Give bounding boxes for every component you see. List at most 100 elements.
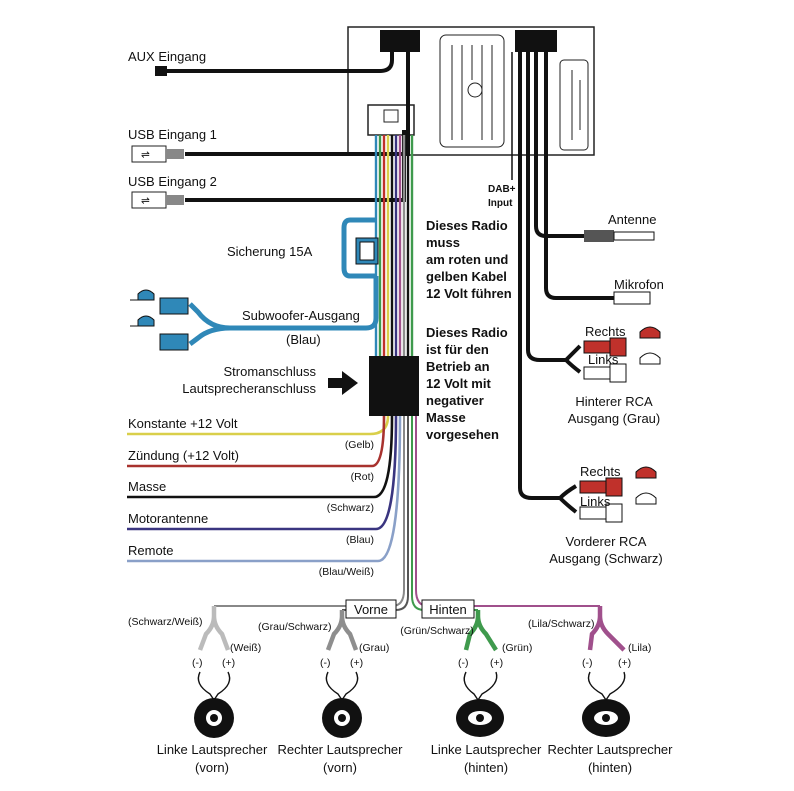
rear-right-label: Rechts: [585, 324, 626, 339]
speaker-1-neg-color: (Schwarz/Weiß): [128, 616, 202, 628]
speaker-wire-2: [325, 610, 359, 651]
speaker-2-position: (vorn): [323, 760, 357, 775]
svg-text:12 Volt führen: 12 Volt führen: [426, 286, 512, 301]
speaker-3-name: Linke Lautsprecher: [431, 742, 542, 757]
speaker-2-neg-color: (Grau/Schwarz): [258, 621, 332, 633]
speaker-1-pos-color: (Weiß): [230, 642, 261, 654]
hinten-tag: [421, 599, 475, 619]
subwoofer-cable: [188, 276, 379, 346]
dab-label-1: DAB+: [488, 184, 516, 195]
svg-text:12 Volt mit: 12 Volt mit: [426, 376, 491, 391]
usb-icon-2: ⇌: [131, 191, 184, 209]
wire-label-ignition: Zündung (+12 Volt): [128, 448, 239, 463]
svg-text:(+): (+): [350, 657, 363, 669]
speaker-2-pos-color: (Grau): [359, 642, 389, 654]
dab-label-2: Input: [488, 198, 513, 209]
wire-label-ground: Masse: [128, 479, 166, 494]
hinten-label: Hinten: [429, 602, 467, 617]
speaker-icon-rear-left: [456, 699, 504, 737]
power-wires: [127, 415, 402, 563]
speaker-4-pos-color: (Lila): [628, 642, 651, 654]
svg-text:⇌: ⇌: [141, 149, 150, 161]
antenna-port: [515, 30, 557, 52]
note-12v: Dieses Radio muss am roten und gelben Ka…: [426, 218, 512, 301]
rear-rca-plugs: [583, 326, 661, 383]
rear-rca-label-1: Hinterer RCA: [575, 394, 653, 409]
microphone-label: Mikrofon: [614, 277, 664, 292]
microphone-plug-icon: [613, 291, 651, 305]
power-label-2: Lautsprecheranschluss: [182, 381, 316, 396]
front-rca-label-1: Vorderer RCA: [566, 534, 647, 549]
usb1-label: USB Eingang 1: [128, 127, 217, 142]
svg-text:ist für den: ist für den: [426, 342, 489, 357]
svg-text:(-): (-): [458, 657, 469, 669]
harness-bundle: [374, 135, 414, 365]
usb-icon-1: ⇌: [131, 145, 184, 163]
svg-text:(+): (+): [618, 657, 631, 669]
front-right-label: Rechts: [580, 464, 621, 479]
svg-text:gelben Kabel: gelben Kabel: [426, 269, 507, 284]
note-negative-ground: Dieses Radio ist für den Betrieb an 12 V…: [426, 325, 508, 442]
svg-text:muss: muss: [426, 235, 460, 250]
wire-color-yellow: (Gelb): [345, 439, 374, 451]
usb2-label: USB Eingang 2: [128, 174, 217, 189]
aux-plug-icon: [155, 66, 167, 76]
svg-text:(+): (+): [222, 657, 235, 669]
svg-text:(-): (-): [320, 657, 331, 669]
speaker-wire-1: [197, 606, 231, 651]
power-label-1: Stromanschluss: [224, 364, 317, 379]
svg-text:⇌: ⇌: [141, 195, 150, 207]
speaker-2-name: Rechter Lautsprecher: [277, 742, 403, 757]
rear-rca-label-2: Ausgang (Grau): [568, 411, 661, 426]
fuse: [341, 217, 379, 279]
subwoofer-label: Subwoofer-Ausgang: [242, 308, 360, 323]
aux-label: AUX Eingang: [128, 49, 206, 64]
wire-label-constant: Konstante +12 Volt: [128, 416, 238, 431]
fuse-label: Sicherung 15A: [227, 244, 313, 259]
speaker-3-position: (hinten): [464, 760, 508, 775]
svg-text:Dieses Radio: Dieses Radio: [426, 325, 508, 340]
subwoofer-rca-plugs: [130, 289, 189, 351]
speaker-icon-front-left: [194, 698, 234, 738]
speaker-icon-rear-right: [582, 699, 630, 737]
antenna-plug-icon: [584, 230, 614, 242]
svg-text:(-): (-): [192, 657, 203, 669]
vorne-tag: [345, 599, 397, 619]
wire-color-blue-white: (Blau/Weiß): [319, 566, 374, 578]
svg-text:Dieses Radio: Dieses Radio: [426, 218, 508, 233]
arrow-right-icon: [328, 371, 358, 395]
aux-cable: [165, 50, 394, 73]
svg-text:vorgesehen: vorgesehen: [426, 427, 499, 442]
speaker-icon-front-right: [322, 698, 362, 738]
speaker-1-position: (vorn): [195, 760, 229, 775]
polarity-marks: (-) (+) (-) (+) (-) (+) (-) (+): [192, 657, 631, 669]
svg-text:am roten und: am roten und: [426, 252, 508, 267]
speaker-trunk: [214, 416, 600, 611]
wire-color-black: (Schwarz): [327, 502, 374, 514]
antenna-label: Antenne: [608, 212, 656, 227]
speaker-3-pos-color: (Grün): [502, 642, 532, 654]
front-rca-label-2: Ausgang (Schwarz): [549, 551, 662, 566]
svg-text:Masse: Masse: [426, 410, 466, 425]
speaker-4-neg-color: (Lila/Schwarz): [528, 618, 595, 630]
rear-left-label: Links: [588, 352, 619, 367]
svg-text:negativer: negativer: [426, 393, 484, 408]
wire-color-blue: (Blau): [346, 534, 374, 546]
hinten-color-label: (Grün/Schwarz): [400, 625, 474, 637]
front-left-label: Links: [580, 494, 611, 509]
speaker-4-position: (hinten): [588, 760, 632, 775]
speaker-wire-4: [587, 606, 626, 652]
svg-text:Betrieb an: Betrieb an: [426, 359, 490, 374]
antenna-cable: [511, 52, 614, 514]
power-connector: [369, 356, 419, 416]
speaker-1-name: Linke Lautsprecher: [157, 742, 268, 757]
svg-text:(-): (-): [582, 657, 593, 669]
subwoofer-color-label: (Blau): [286, 332, 321, 347]
front-rca-plugs: [579, 466, 657, 523]
svg-text:(+): (+): [490, 657, 503, 669]
speaker-wire-3: [463, 610, 498, 652]
speaker-4-name: Rechter Lautsprecher: [547, 742, 673, 757]
wire-label-remote: Remote: [128, 543, 174, 558]
vorne-label: Vorne: [354, 602, 388, 617]
